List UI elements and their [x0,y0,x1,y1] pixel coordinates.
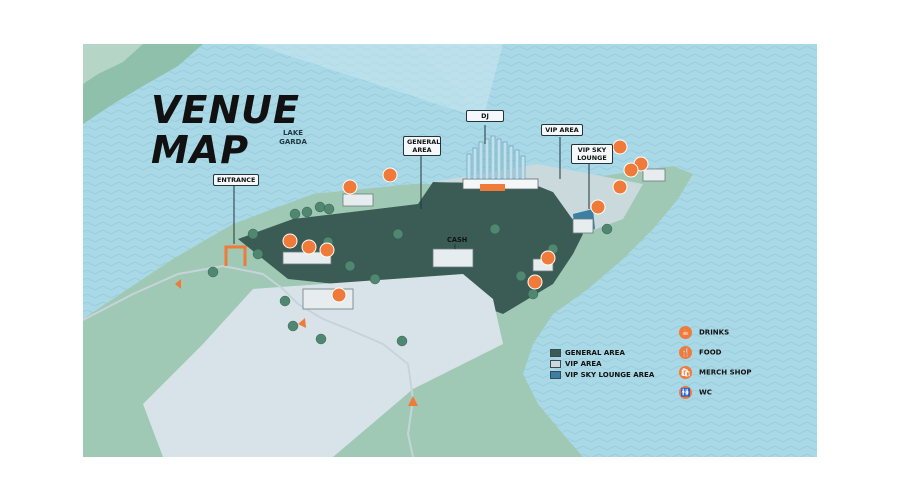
venue-map: VENUE MAP LAKE GARDA DJ GENERAL AREA VIP… [83,44,817,457]
drinks-icon: ☕ [679,326,692,339]
merch-shop-icon: 🛍 [679,366,692,379]
stage-towers [466,135,526,180]
legend-poi-food: 🍴 FOOD [679,346,722,359]
legend-poi-food-label: FOOD [699,348,722,357]
entrance-label: ENTRANCE [213,174,259,186]
legend-zone-vip-sky: VIP SKY LOUNGE AREA [550,371,654,379]
drinks-marker [612,179,628,195]
map-title-line1: VENUE [151,88,300,132]
legend-zone-vip-sky-label: VIP SKY LOUNGE AREA [565,371,655,379]
food-marker [282,233,298,249]
vip-sky-lounge-swatch [550,371,561,379]
general-area-swatch [550,349,561,357]
merch-marker [382,167,398,183]
legend-poi-merch: 🛍 MERCH SHOP [679,366,752,379]
road-arrow-west [175,279,181,289]
wc-marker [590,199,606,215]
drinks-marker [540,250,556,266]
wc-marker [612,139,628,155]
building-drinks-north [342,193,374,207]
drinks-marker [527,274,543,290]
cash-label: CASH [447,236,468,244]
legend-poi-merch-label: MERCH SHOP [699,368,752,377]
lake-label: LAKE GARDA [279,129,307,146]
food-marker [319,242,335,258]
walkway [143,274,503,457]
legend-zone-vip-label: VIP AREA [565,360,602,368]
road-arrow-center [298,318,306,328]
general-area-zone [238,182,583,314]
legend-zone-vip: VIP AREA [550,360,602,368]
building-cash [432,248,474,268]
wc-icon: 🚻 [679,386,692,399]
food-marker [623,162,639,178]
legend-zone-general-label: GENERAL AREA [565,349,625,357]
road-arrow-south [408,396,418,406]
legend-zone-general: GENERAL AREA [550,349,625,357]
poi-markers [282,139,649,303]
legend-poi-wc: 🚻 WC [679,386,712,399]
legend-poi-drinks-label: DRINKS [699,328,730,337]
light-rays [253,44,483,119]
building-far-east [642,168,666,182]
legend-poi-drinks: ☕ DRINKS [679,326,729,339]
road [83,264,415,457]
dj-label: DJ [466,110,504,122]
general-area-label: GENERAL AREA [403,136,441,156]
drinks-marker [342,179,358,195]
food-icon: 🍴 [679,346,692,359]
legend-poi-wc-label: WC [699,388,712,397]
building-east-2 [572,218,594,234]
vip-area-label: VIP AREA [541,124,583,136]
dj-booth [480,184,505,191]
map-title: VENUE MAP [151,90,300,170]
food-marker [301,239,317,255]
vip-sky-lounge-label: VIP SKY LOUNGE [571,144,613,164]
wc-marker [331,287,347,303]
map-title-line2: MAP [151,128,250,172]
entrance-gate [224,245,247,266]
vip-area-swatch [550,360,561,368]
map-canvas [83,44,817,457]
trees [207,201,613,347]
